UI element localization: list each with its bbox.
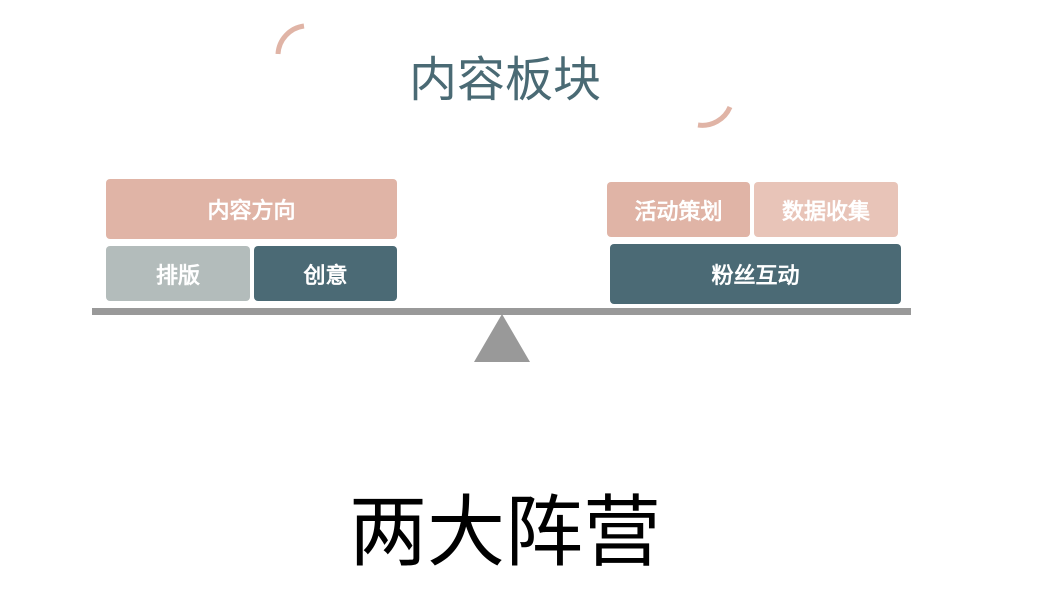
block-creativity: 创意	[254, 246, 397, 301]
decorative-arcs	[275, 23, 733, 128]
block-layout: 排版	[106, 246, 250, 301]
subtitle: 两大阵营	[348, 488, 661, 578]
block-event-planning: 活动策划	[607, 182, 750, 237]
seesaw-beam	[92, 308, 911, 315]
block-data-collection: 数据收集	[754, 182, 898, 237]
fulcrum-triangle	[474, 314, 530, 362]
block-fan-interaction: 粉丝互动	[610, 244, 901, 304]
page-title: 内容板块	[408, 52, 601, 108]
block-content-direction: 内容方向	[106, 179, 397, 239]
